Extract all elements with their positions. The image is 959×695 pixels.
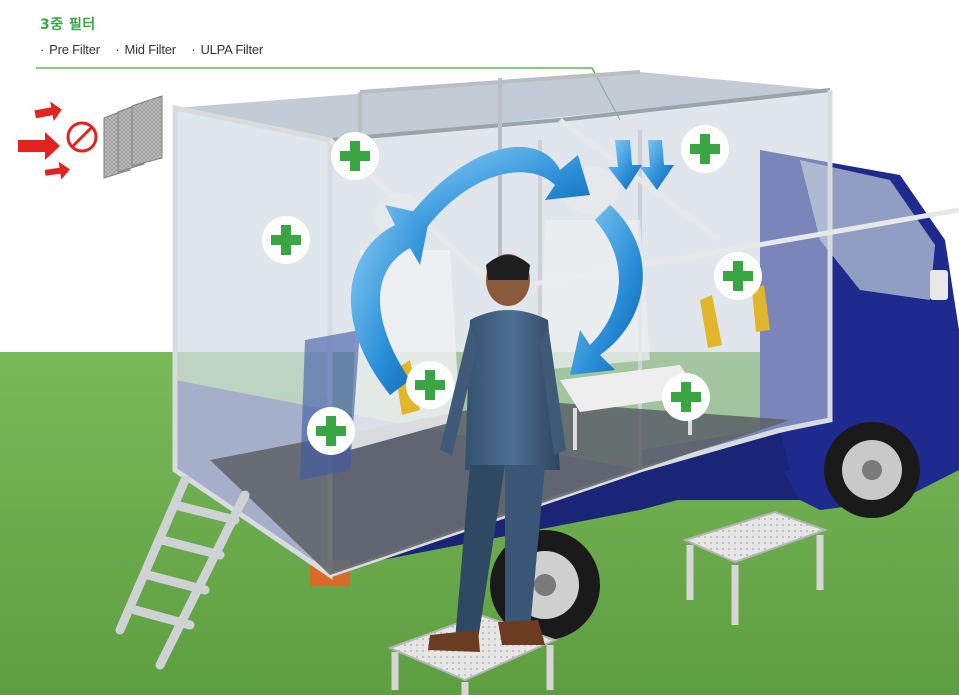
ladder <box>115 475 250 670</box>
green-cross-icon <box>714 252 762 300</box>
standing-person <box>428 254 566 652</box>
filter-list: ·Pre Filter ·Mid Filter ·ULPA Filter <box>40 42 275 57</box>
green-cross-icon <box>262 216 310 264</box>
no-entry-icon <box>66 121 98 153</box>
step-stool-right <box>682 510 828 625</box>
filter-title: 3중 필터 <box>40 17 96 33</box>
green-cross-icon <box>331 132 379 180</box>
green-cross-icon <box>406 361 454 409</box>
green-cross-icon <box>681 125 729 173</box>
filter-item-ulpa: ·ULPA Filter <box>191 42 264 57</box>
green-cross-icon <box>307 407 355 455</box>
filter-item-mid: ·Mid Filter <box>115 42 176 57</box>
blue-airflow-arrow-icon <box>350 140 674 395</box>
red-inflow-arrow-icon <box>18 101 70 180</box>
filter-item-pre: ·Pre Filter <box>40 42 100 57</box>
green-cross-icons <box>262 125 762 455</box>
green-cross-icon <box>662 373 710 421</box>
filter-stack-icon <box>103 95 163 179</box>
